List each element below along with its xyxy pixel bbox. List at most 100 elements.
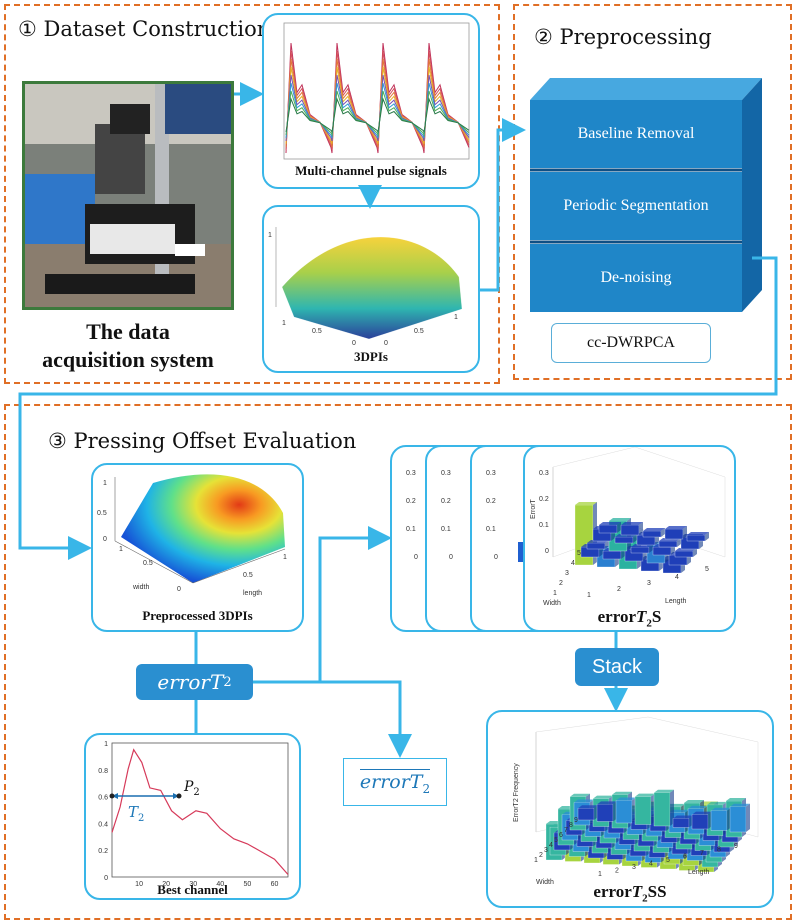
stack-button[interactable]: Stack <box>575 648 659 686</box>
ess-ltick-4: 5 <box>666 857 670 864</box>
ess-ltick-0: 1 <box>598 871 602 878</box>
ess-ltick-1: 2 <box>615 868 619 875</box>
svg-text:0.2: 0.2 <box>486 498 496 505</box>
ets-bar-3-1 <box>614 534 637 544</box>
section-title-dataset: ① Dataset Construction <box>18 17 271 41</box>
pre-ltick-1: 1 <box>283 554 287 561</box>
ess-wtick-1: 2 <box>539 852 543 859</box>
dpi3d-card: 1 1 0.5 0 0 0.5 1 3DPIs <box>262 205 480 373</box>
ets-caption: errorT2S <box>525 607 734 629</box>
ets-ztick-0: 0.3 <box>539 470 549 477</box>
p2-label: P <box>183 779 194 795</box>
ess-ltick-7: 8 <box>717 847 721 854</box>
ess-bar-8-6 <box>691 811 712 830</box>
svg-text:0: 0 <box>414 554 418 561</box>
ets-ztick-2: 0.1 <box>539 522 549 529</box>
section-title-preprocessing: ② Preprocessing <box>534 25 712 49</box>
best-channel-curve <box>111 748 289 875</box>
ess-ltick-5: 6 <box>683 854 687 861</box>
ets-width-label: Width <box>543 600 561 607</box>
ets-bar-2-4 <box>674 548 697 558</box>
svg-text:T2: T2 <box>128 803 144 824</box>
best-xtick-4: 50 <box>243 881 251 888</box>
svg-text:0.3: 0.3 <box>441 470 451 477</box>
ess-bar-8-2 <box>615 797 636 824</box>
error-t2-sub: 2 <box>223 674 232 690</box>
svg-text:0.3: 0.3 <box>486 470 496 477</box>
error-t2-label: errorT <box>157 670 224 694</box>
ess-bar-8-1 <box>596 801 617 822</box>
pre-wtick-2: 0 <box>177 586 181 593</box>
ess-caption: errorT2SS <box>488 882 772 904</box>
acquisition-caption-line1: The data <box>86 319 170 344</box>
acquisition-caption-line2: acquisition system <box>42 347 214 372</box>
ets-wtick-2: 3 <box>565 570 569 577</box>
dpi3d-tick-left-1: 0.5 <box>312 328 322 335</box>
ets-wtick-4: 5 <box>577 550 581 557</box>
pre-width-label: width <box>132 584 149 591</box>
ets-ltick-4: 5 <box>705 566 709 573</box>
ets-bar-4-2 <box>642 528 665 538</box>
dpi3d-tick-corner: 1 <box>268 232 272 239</box>
ets-caption-sub: 2 <box>646 617 652 630</box>
ess-ltick-8: 9 <box>734 843 738 850</box>
pre-ltick-0: 0.5 <box>243 572 253 579</box>
dpi3d-tick-right-2: 0 <box>384 340 388 347</box>
ess-wtick-8: 9 <box>574 817 578 824</box>
ess-bar-8-0 <box>577 805 598 821</box>
pulse-signals-card: Multi-channel pulse signals <box>262 13 480 189</box>
best-ytick-2: 0.6 <box>98 795 108 802</box>
ess-wtick-7: 8 <box>569 822 573 829</box>
ets-length-label: Length <box>665 598 687 605</box>
ess-bar-8-3 <box>634 793 655 825</box>
errort2-card-front: 0.3 0.2 0.1 0 ErrorT 1 2 3 4 5 1 2 3 4 5… <box>523 445 736 632</box>
stage-denoising: De-noising <box>600 269 672 286</box>
ess-length-label: Length <box>688 869 710 876</box>
best-xtick-3: 40 <box>216 881 224 888</box>
ets-wtick-1: 2 <box>559 580 563 587</box>
svg-text:0.1: 0.1 <box>486 526 496 533</box>
ets-caption-pre: error <box>597 607 636 626</box>
mean-error-label: errorT <box>359 770 423 793</box>
best-xtick-5: 60 <box>271 881 279 888</box>
ess-wtick-5: 6 <box>559 832 563 839</box>
best-ytick-1: 0.8 <box>98 768 108 775</box>
ets-bar-3-3 <box>658 538 681 548</box>
ets-caption-t: T <box>636 607 647 626</box>
ess-caption-t: T <box>631 882 643 901</box>
svg-text:P2: P2 <box>183 779 200 798</box>
t2-label: T <box>128 803 139 821</box>
ess-bar-8-4 <box>653 789 674 827</box>
ets-wtick-3: 4 <box>571 560 575 567</box>
ess-ltick-3: 4 <box>649 861 653 868</box>
ets-ltick-0: 1 <box>587 592 591 599</box>
svg-text:0: 0 <box>449 554 453 561</box>
best-channel-caption: Best channel <box>157 882 228 897</box>
svg-text:0.1: 0.1 <box>406 526 416 533</box>
section-title-evaluation: ③ Pressing Offset Evaluation <box>48 429 357 453</box>
pre-ztick-0: 1 <box>103 480 107 487</box>
ets-zlabel: ErrorT <box>530 498 537 519</box>
mean-error-box: errorT2 <box>343 758 447 806</box>
ets-ztick-3: 0 <box>545 548 549 555</box>
method-box: cc-DWRPCA <box>551 323 711 363</box>
acquisition-caption: The data acquisition system <box>22 318 234 374</box>
ets-ltick-3: 4 <box>675 574 679 581</box>
best-ytick-4: 0.2 <box>98 848 108 855</box>
ess-wtick-4: 5 <box>554 837 558 844</box>
ess-bar-8-5 <box>672 815 693 828</box>
preprocessed-caption: Preprocessed 3DPIs <box>142 608 253 623</box>
dpi3d-tick-right-0: 1 <box>454 314 458 321</box>
best-xtick-2: 30 <box>189 881 197 888</box>
best-ytick-5: 0 <box>104 875 108 882</box>
t2-sub: 2 <box>138 813 144 824</box>
ess-bar-8-7 <box>710 807 731 831</box>
pre-wtick-0: 1 <box>119 546 123 553</box>
pulse-caption: Multi-channel pulse signals <box>295 163 447 178</box>
best-ytick-3: 0.4 <box>98 821 108 828</box>
ets-ltick-1: 2 <box>617 586 621 593</box>
svg-text:0: 0 <box>494 554 498 561</box>
ess-caption-sub: 2 <box>642 892 648 905</box>
ets-bar-2-2 <box>630 544 653 554</box>
ets-bar-4-0 <box>598 522 621 534</box>
